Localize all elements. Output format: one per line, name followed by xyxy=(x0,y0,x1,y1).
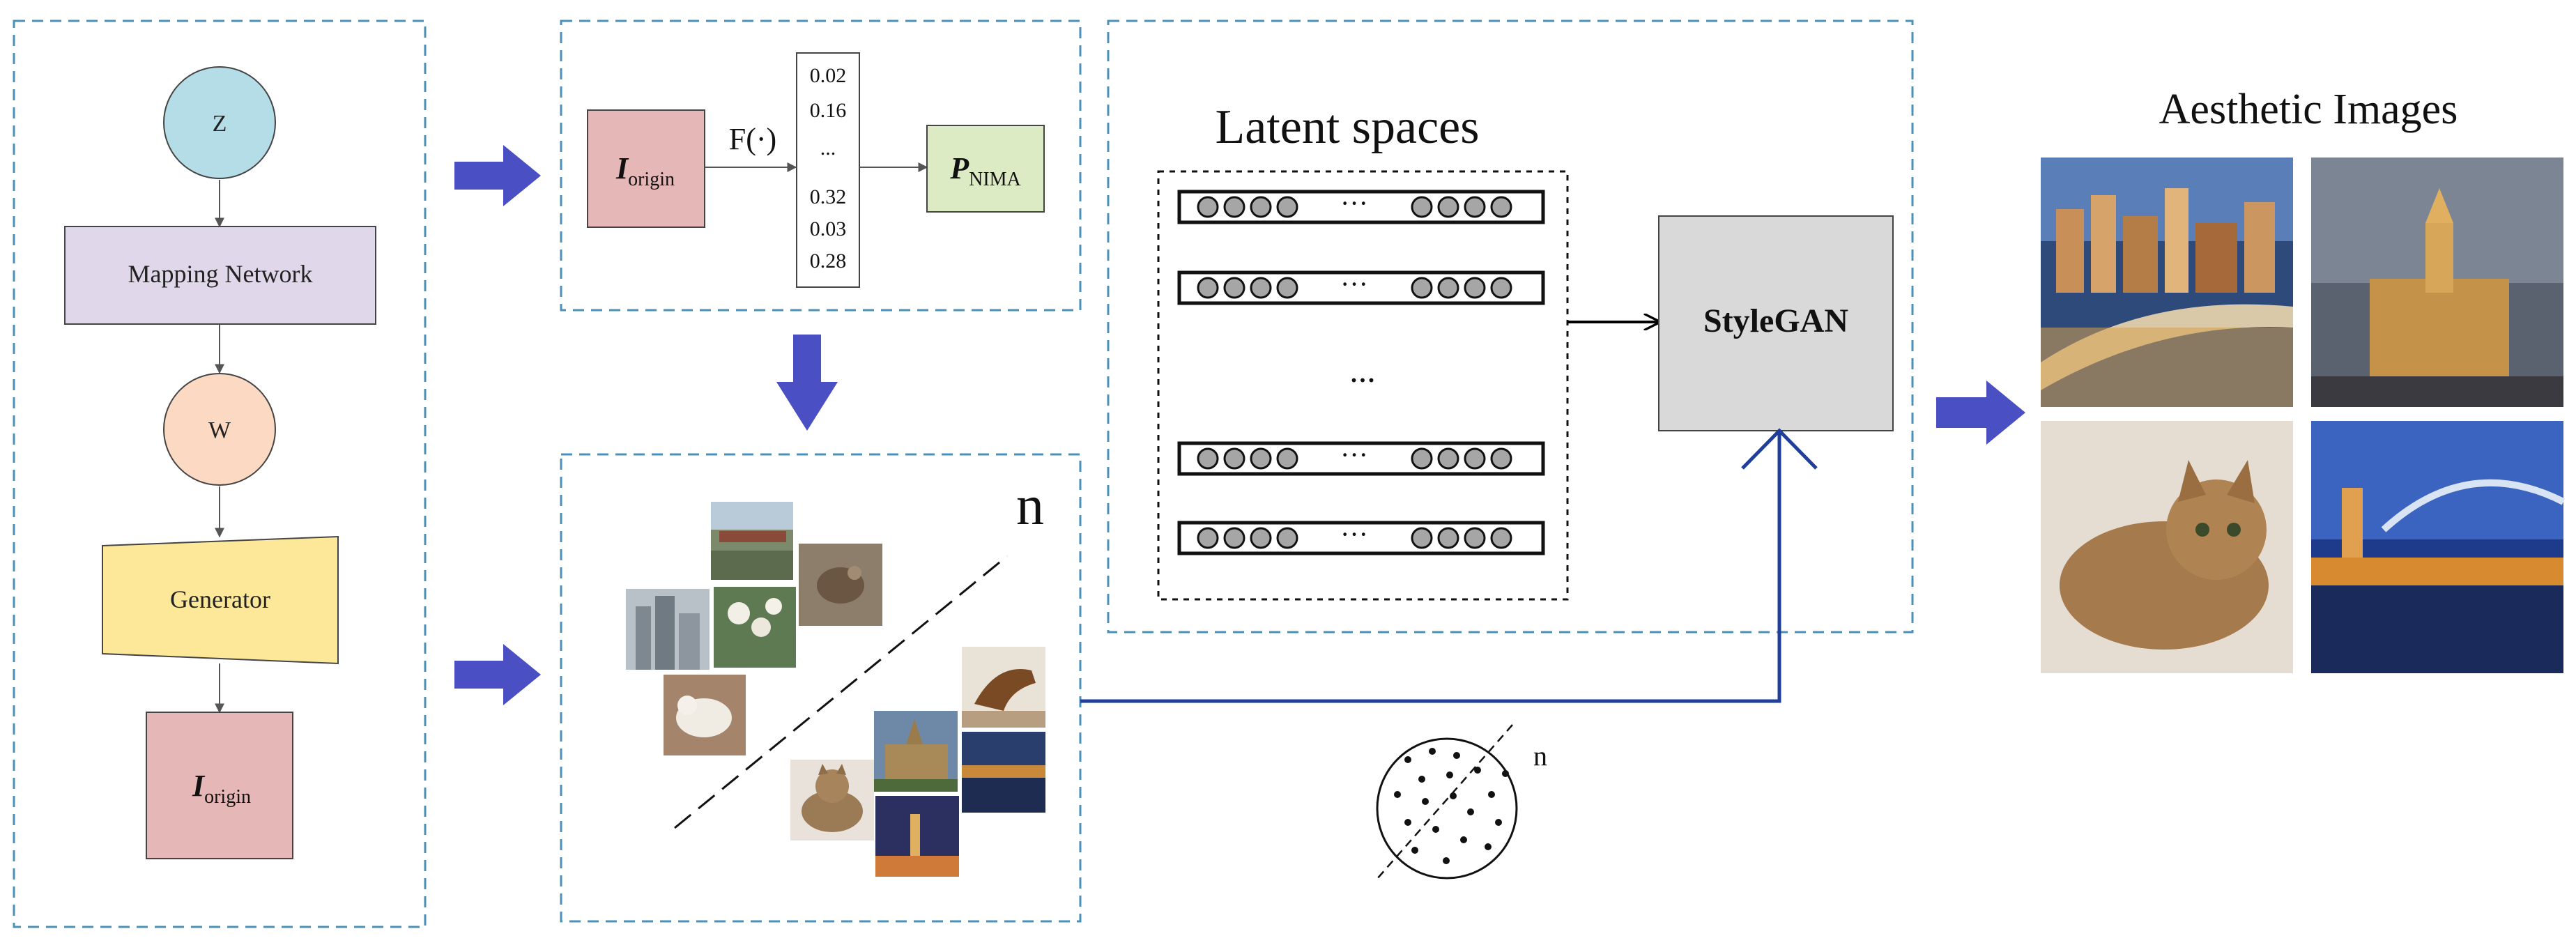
blue-arrow-down xyxy=(776,335,838,431)
stylegan-box xyxy=(1658,215,1894,431)
output-image-cat xyxy=(2041,421,2293,673)
svg-text:···: ··· xyxy=(1340,519,1368,550)
boundary-panel xyxy=(560,453,1082,923)
output-image-cathedral xyxy=(2311,158,2563,407)
thumb-bird xyxy=(799,544,882,626)
thumb-cathedral xyxy=(874,711,958,792)
latent-vector-4: ··· xyxy=(1177,519,1545,555)
mapping-network-label: Mapping Network xyxy=(128,260,313,288)
blue-arrow-to-nima xyxy=(454,145,541,206)
thumb-night-tower xyxy=(875,796,959,877)
thumb-white-cat xyxy=(664,675,746,755)
p-nima-box xyxy=(926,125,1045,213)
svg-text:···: ··· xyxy=(1340,187,1368,219)
latent-rows-ellipsis: ... xyxy=(1349,351,1376,390)
scatter-n-label: n xyxy=(1533,740,1547,771)
thumb-buildings xyxy=(626,589,710,670)
latent-vector-2: ··· xyxy=(1177,268,1545,305)
score-5: 0.28 xyxy=(810,249,847,272)
z-label: Z xyxy=(213,111,227,137)
score-2: 0.16 xyxy=(810,99,847,122)
i-origin-label-left: Iorigin xyxy=(192,769,251,808)
latent-panel xyxy=(1107,20,1914,634)
stylegan-label: StyleGAN xyxy=(1703,302,1848,339)
score-vector xyxy=(796,52,860,288)
blue-arrow-to-boundary xyxy=(454,644,541,705)
nima-panel xyxy=(560,20,1082,312)
i-origin-box-nima xyxy=(587,109,705,228)
output-image-night-bridge xyxy=(2311,421,2566,673)
thumb-tabby-cat xyxy=(790,760,874,840)
mapping-panel xyxy=(13,20,427,928)
boundary-to-stylegan-arrowhead xyxy=(1741,428,1818,470)
score-ellipsis: ... xyxy=(820,137,836,160)
thumb-flowers xyxy=(714,587,796,668)
i-origin-label-nima: Iorigin xyxy=(615,151,675,190)
thumb-bridge xyxy=(711,502,793,580)
output-image-city-waterfront xyxy=(2041,158,2293,407)
latent-group xyxy=(1157,170,1569,601)
thumb-horse xyxy=(962,647,1045,728)
z-node xyxy=(163,66,276,179)
latent-vector-1: ··· xyxy=(1177,187,1545,224)
generator-label: Generator xyxy=(170,585,270,613)
latent-title: Latent spaces xyxy=(1216,100,1480,154)
scatter-icon xyxy=(1376,724,1518,880)
score-1: 0.02 xyxy=(810,64,847,87)
f-function-label: F(·) xyxy=(729,122,776,156)
mapping-network-box xyxy=(64,226,376,325)
latent-vector-3: ··· xyxy=(1177,439,1545,476)
blue-arrow-to-output xyxy=(1936,381,2025,445)
boundary-n-label: n xyxy=(1016,475,1044,537)
boundary-line xyxy=(674,555,1008,829)
i-origin-box-left xyxy=(146,712,293,859)
boundary-to-stylegan-line xyxy=(1080,431,1781,703)
svg-text:···: ··· xyxy=(1340,268,1368,300)
generator-box xyxy=(102,535,339,665)
thumb-night-river xyxy=(962,732,1045,813)
score-3: 0.32 xyxy=(810,185,847,208)
svg-text:···: ··· xyxy=(1340,439,1368,470)
w-label: W xyxy=(208,417,231,443)
p-nima-label: PNIMA xyxy=(949,151,1021,190)
w-node xyxy=(163,373,276,486)
output-title: Aesthetic Images xyxy=(2159,86,2458,133)
score-4: 0.03 xyxy=(810,217,847,240)
